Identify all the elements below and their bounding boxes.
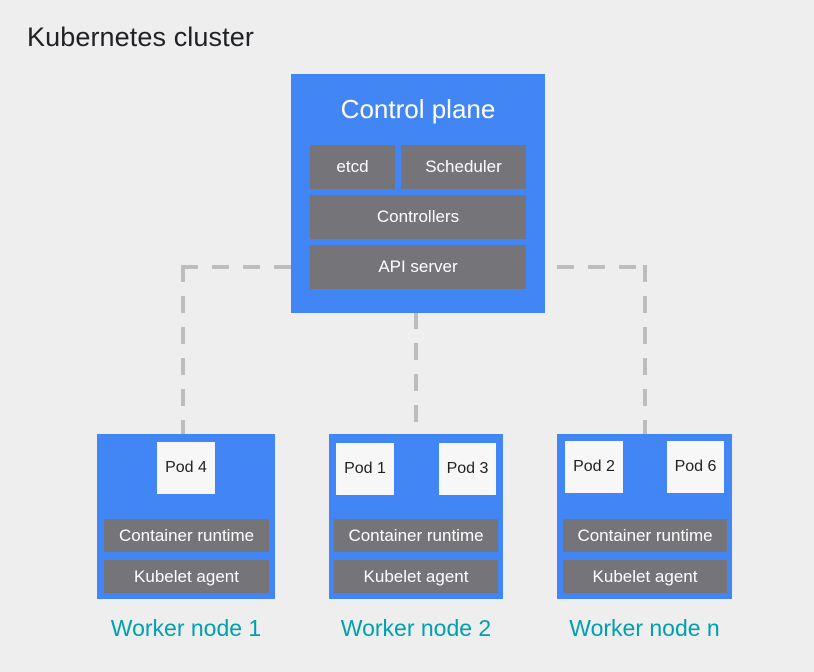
connector-apiserver-to-worker1-vertical <box>181 265 185 437</box>
connector-apiserver-to-worker1-horizontal <box>181 265 311 269</box>
control-plane-title: Control plane <box>340 94 496 124</box>
worker-node-1-container-runtime[interactable]: Container runtime <box>104 519 269 552</box>
control-plane-component-controllers[interactable]: Controllers <box>310 195 526 239</box>
worker-node-2-caption: Worker node 2 <box>340 615 492 641</box>
pod-box[interactable]: Pod 4 <box>157 442 215 494</box>
pod-box[interactable]: Pod 2 <box>565 441 623 493</box>
control-plane-component-scheduler[interactable]: Scheduler <box>401 145 526 189</box>
worker-node-n-kubelet-agent[interactable]: Kubelet agent <box>563 560 727 593</box>
control-plane-component-etcd[interactable]: etcd <box>310 145 395 189</box>
control-plane-component-api-server[interactable]: API server <box>310 245 526 289</box>
connector-controlplane-to-worker2-vertical <box>414 312 418 436</box>
worker-node-1-caption: Worker node 1 <box>110 615 262 641</box>
connector-apiserver-to-workern-horizontal <box>526 265 647 269</box>
connector-apiserver-to-workern-vertical <box>643 265 647 437</box>
worker-node-2-kubelet-agent[interactable]: Kubelet agent <box>334 560 498 593</box>
worker-node-n-container-runtime[interactable]: Container runtime <box>563 519 727 552</box>
pod-box[interactable]: Pod 1 <box>336 443 394 495</box>
pod-box[interactable]: Pod 3 <box>439 443 496 495</box>
worker-node-2-container-runtime[interactable]: Container runtime <box>334 519 498 552</box>
page-title: Kubernetes cluster <box>27 22 254 52</box>
pod-box[interactable]: Pod 6 <box>667 441 724 493</box>
worker-node-1-kubelet-agent[interactable]: Kubelet agent <box>104 560 269 593</box>
worker-node-n-caption: Worker node n <box>569 615 720 641</box>
